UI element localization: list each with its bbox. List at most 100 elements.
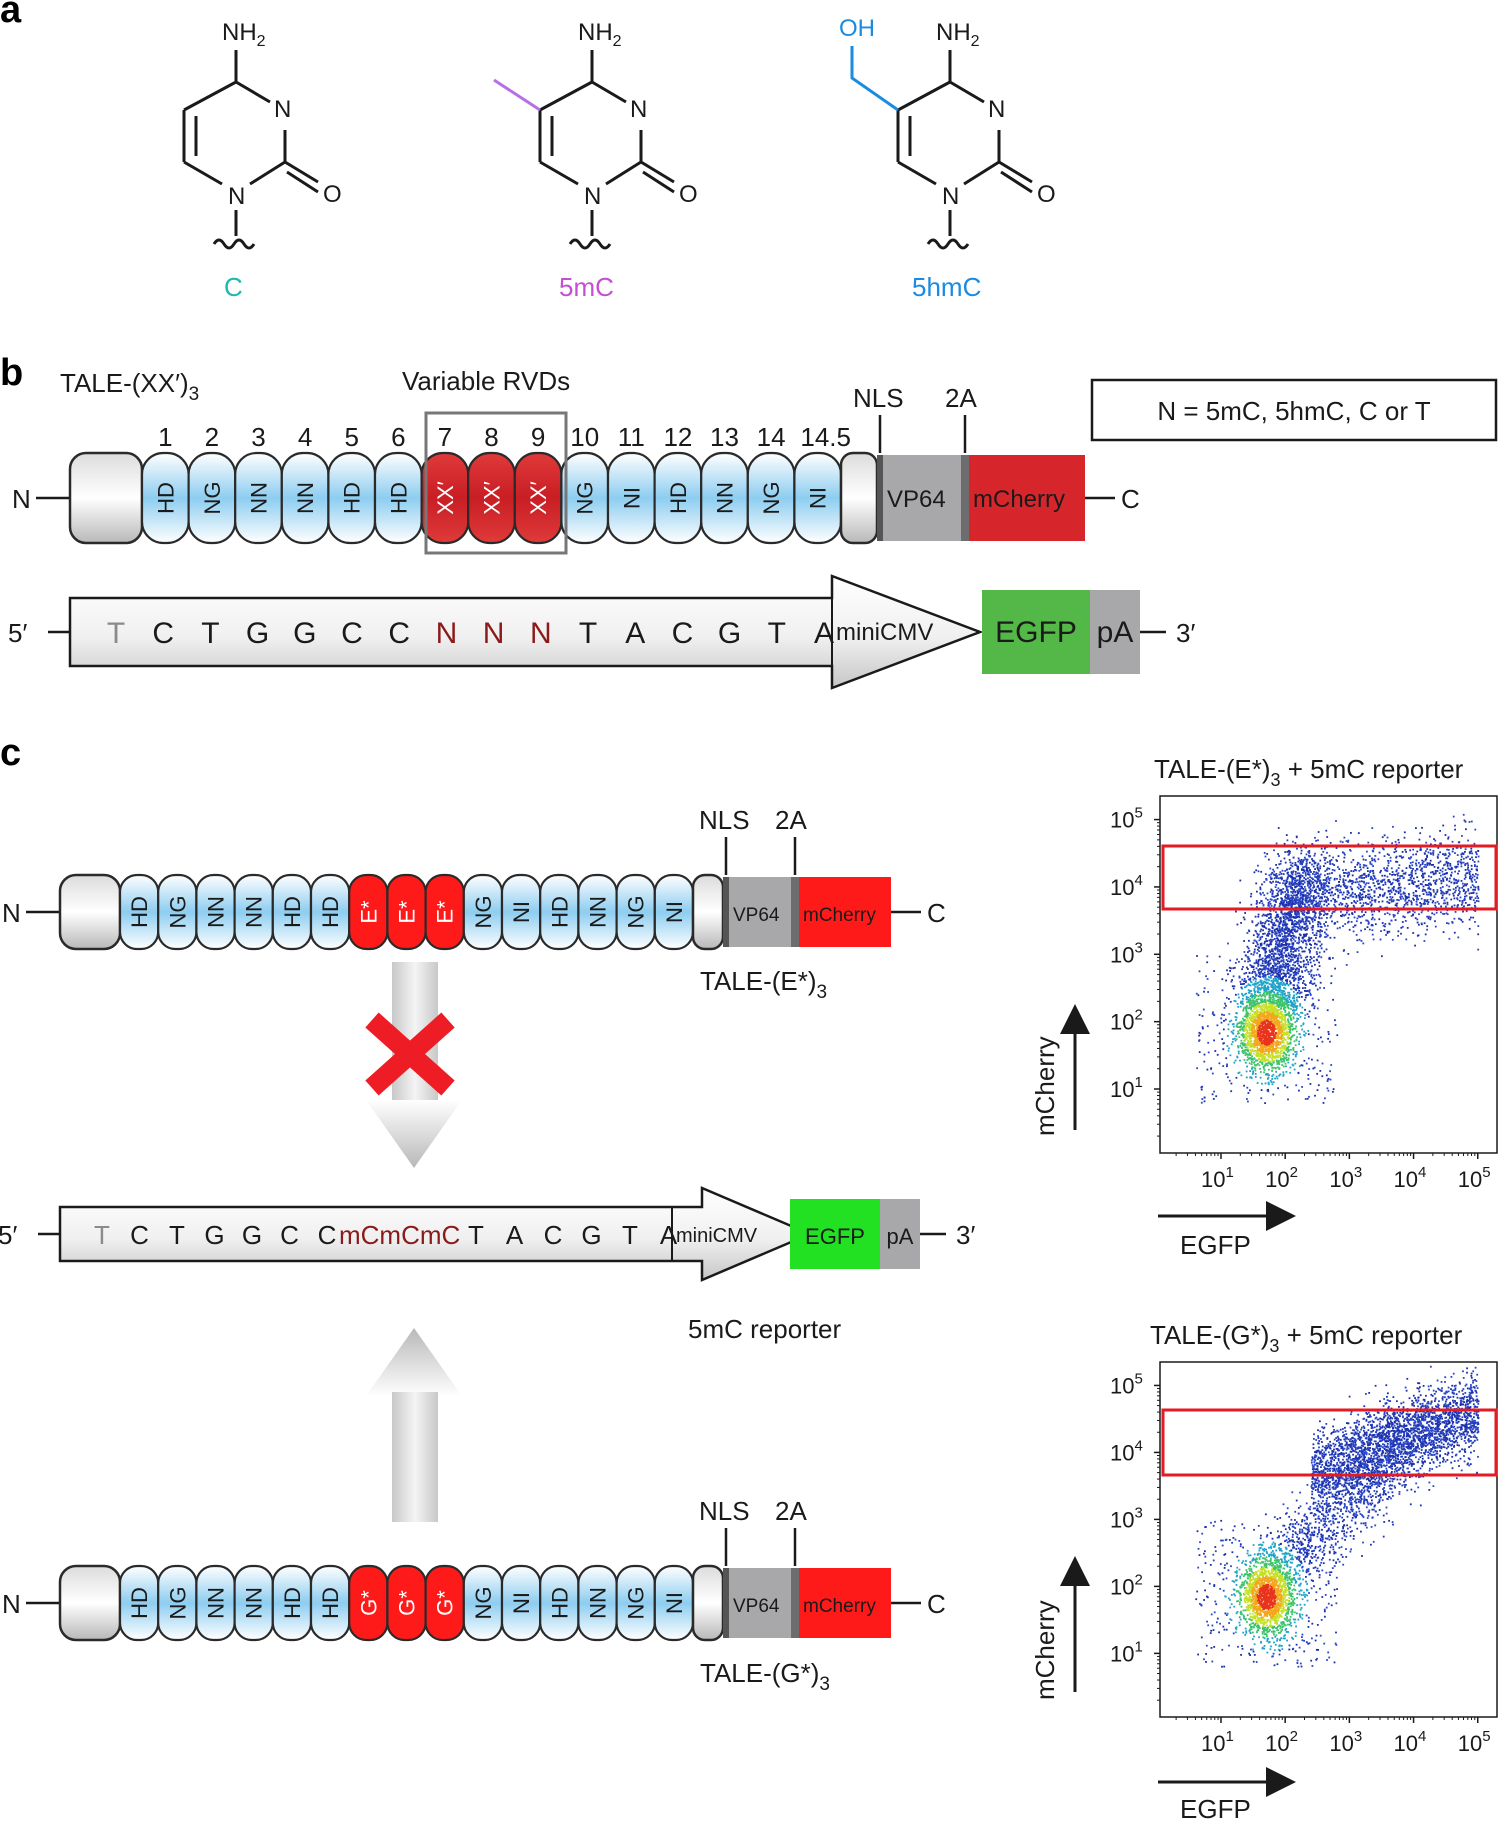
5mc-n1: N	[584, 183, 601, 210]
5hmc-ring-n: N	[988, 96, 1005, 123]
event-dot	[1241, 968, 1243, 970]
event-dot	[1472, 884, 1474, 886]
event-dot	[1316, 932, 1318, 934]
event-dot	[1265, 955, 1267, 957]
event-dot	[1475, 856, 1477, 858]
event-dot	[1465, 876, 1467, 878]
event-dot	[1415, 870, 1417, 872]
event-dot	[1278, 855, 1280, 857]
event-dot	[1313, 975, 1315, 977]
event-dot	[1446, 884, 1448, 886]
event-dot	[1374, 885, 1376, 887]
event-dot	[1290, 960, 1292, 962]
event-dot	[1268, 945, 1270, 947]
event-dot	[1273, 1057, 1275, 1059]
event-dot	[1449, 880, 1451, 882]
event-dot	[1477, 874, 1479, 876]
event-dot	[1303, 914, 1305, 916]
event-dot	[1241, 979, 1243, 981]
event-dot	[1317, 839, 1319, 841]
event-dot	[1248, 983, 1250, 985]
event-dot	[1266, 1010, 1268, 1012]
event-dot	[1441, 897, 1443, 899]
event-dot	[1300, 955, 1302, 957]
event-dot	[1304, 990, 1306, 992]
event-dot	[1294, 864, 1296, 866]
event-dot	[1448, 849, 1450, 851]
reporter-construct-b: 5′miniCMVTCTGGCCNNNTACGTAEGFPpA3′	[8, 576, 1195, 688]
event-dot	[1287, 1001, 1289, 1003]
event-dot	[1294, 1021, 1296, 1023]
event-dot	[1277, 990, 1279, 992]
event-dot	[1274, 938, 1276, 940]
event-dot	[1320, 945, 1322, 947]
rvd-label: NG	[759, 482, 784, 515]
event-dot	[1264, 1053, 1266, 1055]
event-dot	[1288, 854, 1290, 856]
event-dot	[1264, 950, 1266, 952]
event-dot	[1289, 1029, 1291, 1031]
event-dot	[1284, 858, 1286, 860]
event-dot	[1285, 980, 1287, 982]
event-dot	[1277, 1033, 1279, 1035]
event-dot	[1337, 890, 1339, 892]
event-dot	[1471, 821, 1473, 823]
event-dot	[1247, 951, 1249, 953]
event-dot	[1293, 857, 1295, 859]
event-dot	[1263, 1057, 1265, 1059]
event-dot	[1435, 873, 1437, 875]
event-dot	[1307, 895, 1309, 897]
event-dot	[1275, 995, 1277, 997]
event-dot	[1458, 841, 1460, 843]
event-dot	[1303, 966, 1305, 968]
event-dot	[1280, 1035, 1282, 1037]
repeat-number: 6	[391, 422, 405, 452]
event-dot	[1300, 978, 1302, 980]
event-dot	[1385, 840, 1387, 842]
event-dot	[1454, 871, 1456, 873]
sequence-base: C	[544, 1220, 563, 1250]
event-dot	[1310, 895, 1312, 897]
event-dot	[1455, 911, 1457, 913]
event-dot	[1257, 1042, 1259, 1044]
event-dot	[1260, 937, 1262, 939]
5mc-bonds	[540, 50, 674, 248]
event-dot	[1400, 933, 1402, 935]
event-dot	[1474, 829, 1476, 831]
event-dot	[1359, 881, 1361, 883]
event-dot	[1295, 1056, 1297, 1058]
event-dot	[1302, 866, 1304, 868]
event-dot	[1448, 855, 1450, 857]
event-dot	[1355, 881, 1357, 883]
event-dot	[1405, 939, 1407, 941]
event-dot	[1282, 870, 1284, 872]
n-terminal-domain	[60, 875, 120, 949]
event-dot	[1247, 946, 1249, 948]
tale-e-construct: NHDNGNNNNHDHDE*E*E*NGNIHDNNNGNIVP64mCher…	[2, 805, 946, 949]
event-dot	[1281, 943, 1283, 945]
event-dot	[1289, 859, 1291, 861]
event-dot	[1402, 893, 1404, 895]
2a-segment	[791, 1568, 799, 1638]
event-dot	[1294, 940, 1296, 942]
event-dot	[1357, 862, 1359, 864]
event-dot	[1437, 867, 1439, 869]
event-dot	[1250, 896, 1252, 898]
event-dot	[1284, 999, 1286, 1001]
event-dot	[1256, 967, 1258, 969]
event-dot	[1258, 984, 1260, 986]
event-dot	[1244, 986, 1246, 988]
event-dot	[1277, 958, 1279, 960]
event-dot	[1269, 901, 1271, 903]
event-dot	[1264, 1035, 1266, 1037]
event-dot	[1298, 939, 1300, 941]
event-dot	[1320, 896, 1322, 898]
event-dot	[1275, 1055, 1277, 1057]
event-dot	[1389, 873, 1391, 875]
event-dot	[1283, 952, 1285, 954]
event-dot	[1287, 1086, 1289, 1088]
event-dot	[1259, 968, 1261, 970]
event-dot	[1331, 887, 1333, 889]
event-dot	[1247, 961, 1249, 963]
event-dot	[1280, 952, 1282, 954]
